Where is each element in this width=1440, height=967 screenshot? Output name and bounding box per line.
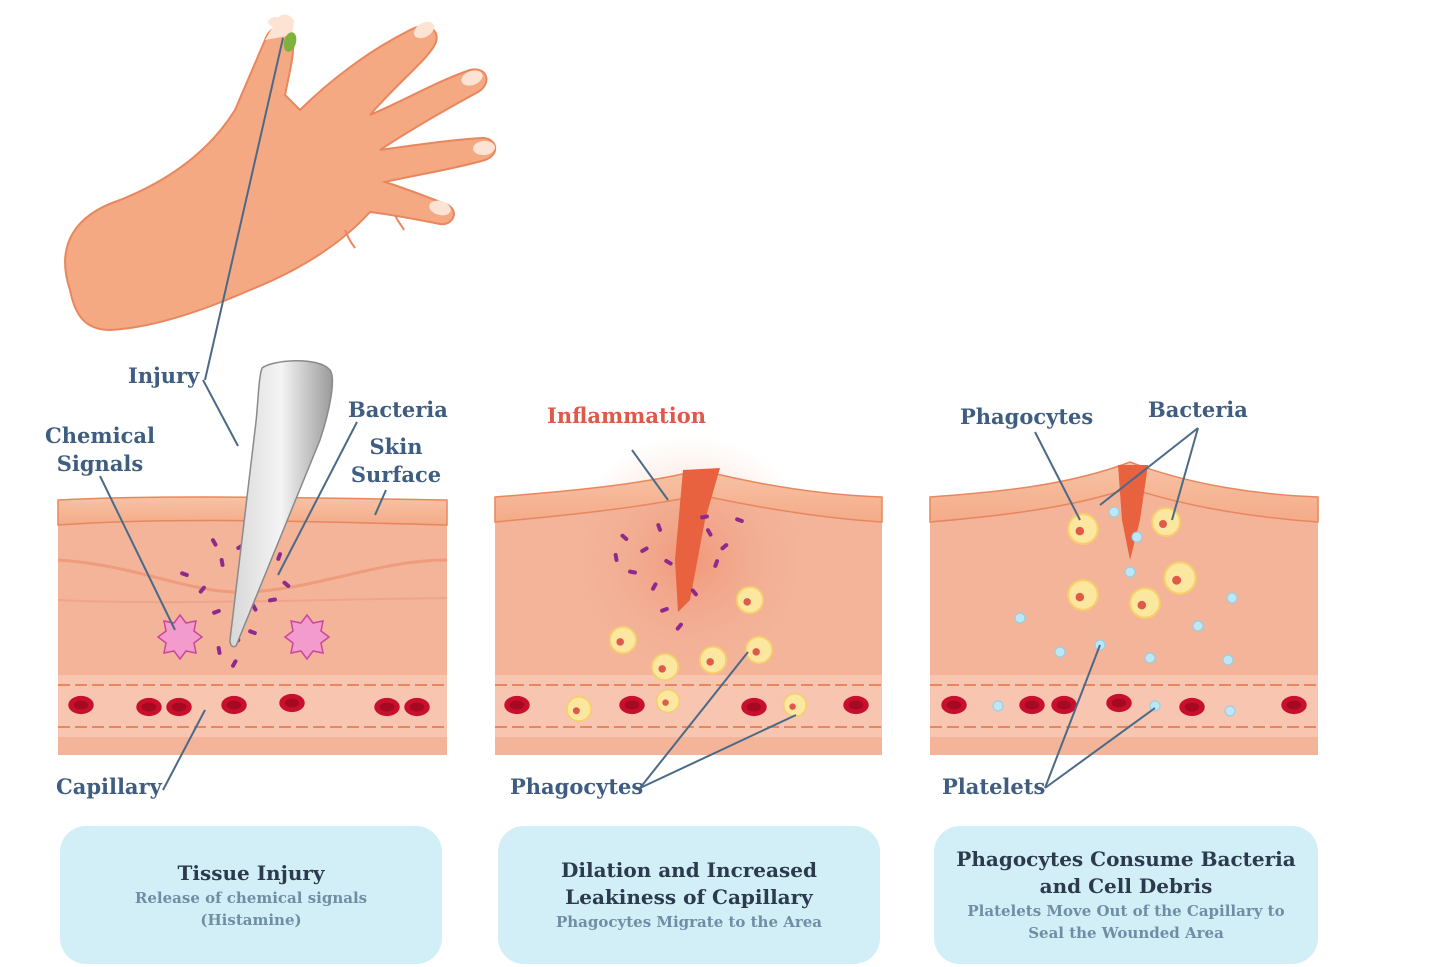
card2-title-line1: Dilation and Increased [561,858,817,882]
label-chemical-signals-line2: Signals [56,451,144,476]
knife-blade [229,360,334,648]
panel3-leader-lines [1034,427,1199,789]
panel2-leader-lines [631,449,797,789]
label-phagocytes-panel3: Phagocytes [960,404,1094,429]
label-bacteria-panel3: Bacteria [1148,397,1248,422]
bacteria [613,514,744,631]
card1-subtitle-line2: (Histamine) [200,910,302,929]
label-platelets: Platelets [942,774,1046,799]
label-chemical-signals: Chemical Signals [45,422,155,478]
label-phagocytes-panel2: Phagocytes [510,774,644,799]
caption-card-tissue-injury: Tissue Injury Release of chemical signal… [60,826,442,964]
label-skin-surface-line2: Surface [350,462,442,487]
platelets [992,506,1238,717]
card2-subtitle: Phagocytes Migrate to the Area [555,913,823,931]
card2-title-line2: Leakiness of Capillary [565,885,813,909]
card1-title: Tissue Injury [177,860,325,885]
card3-subtitle-line2: Seal the Wounded Area [1028,924,1224,942]
wound-dot [283,32,297,52]
card3-title-line1: Phagocytes Consume Bacteria [956,847,1296,871]
card1-subtitle-line1: Release of chemical signals [134,888,368,907]
label-skin-surface-line1: Skin [369,434,423,459]
panel-capillary-dilation [494,435,883,789]
label-chemical-signals-line1: Chemical [45,423,155,448]
label-injury: Injury [128,363,200,388]
panel-tissue-injury [57,37,448,791]
label-capillary: Capillary [56,774,162,799]
card3-subtitle-line1: Platelets Move Out of the Capillary to [967,902,1285,920]
card3-title-line2: and Cell Debris [1039,874,1213,898]
hand-illustration [64,14,497,332]
chemical-signal [156,613,331,661]
label-inflammation: Inflammation [547,403,706,428]
panel-phagocytes-consume [929,427,1319,789]
label-bacteria-panel1: Bacteria [348,397,448,422]
label-skin-surface: Skin Surface [348,433,444,489]
panel1-leader-lines [99,37,387,791]
caption-card-phagocytes-consume: Phagocytes Consume Bacteria and Cell Deb… [934,826,1318,964]
caption-card-dilation: Dilation and Increased Leakiness of Capi… [498,826,880,964]
